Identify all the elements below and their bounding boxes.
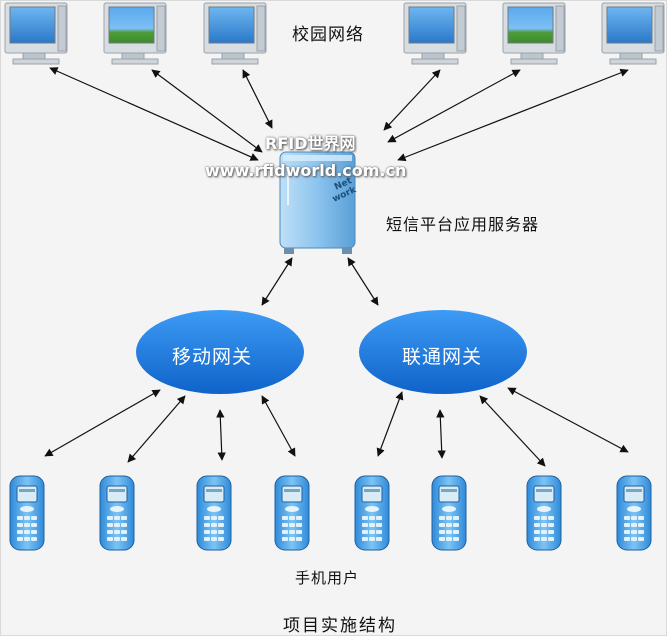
sms-server-label: 短信平台应用服务器 — [386, 215, 540, 234]
phone-icon — [9, 475, 45, 551]
watermark-line2: www.rfidworld.com.cn — [205, 161, 407, 180]
unicom-gateway-node — [359, 310, 527, 394]
computer-icon — [203, 2, 267, 65]
server-icon: Net work — [279, 151, 359, 254]
computer-icon — [502, 2, 566, 65]
gateway-links — [261, 257, 379, 306]
phone-icon — [431, 475, 467, 551]
phone-icon — [526, 475, 562, 551]
mobile-gateway-label: 移动网关 — [172, 346, 253, 368]
phone-icon — [196, 475, 232, 551]
mobile-users-label: 手机用户 — [295, 569, 360, 587]
phone-icon — [354, 475, 390, 551]
unicom-gateway-label: 联通网关 — [402, 346, 483, 368]
mobile-gateway-node — [136, 310, 304, 394]
phone-icon — [99, 475, 135, 551]
phone-links — [44, 387, 629, 467]
computer-icon — [601, 2, 665, 65]
computer-icon — [403, 2, 467, 65]
computer-icon — [4, 2, 68, 65]
campus-network-label: 校园网络 — [292, 25, 364, 45]
phone-icon — [616, 475, 652, 551]
diagram-caption: 项目实施结构 — [283, 616, 397, 636]
campus-links — [49, 67, 629, 162]
computer-icon — [103, 2, 167, 65]
watermark-line1: RFID世界网 — [265, 134, 356, 153]
phone-icon — [274, 475, 310, 551]
